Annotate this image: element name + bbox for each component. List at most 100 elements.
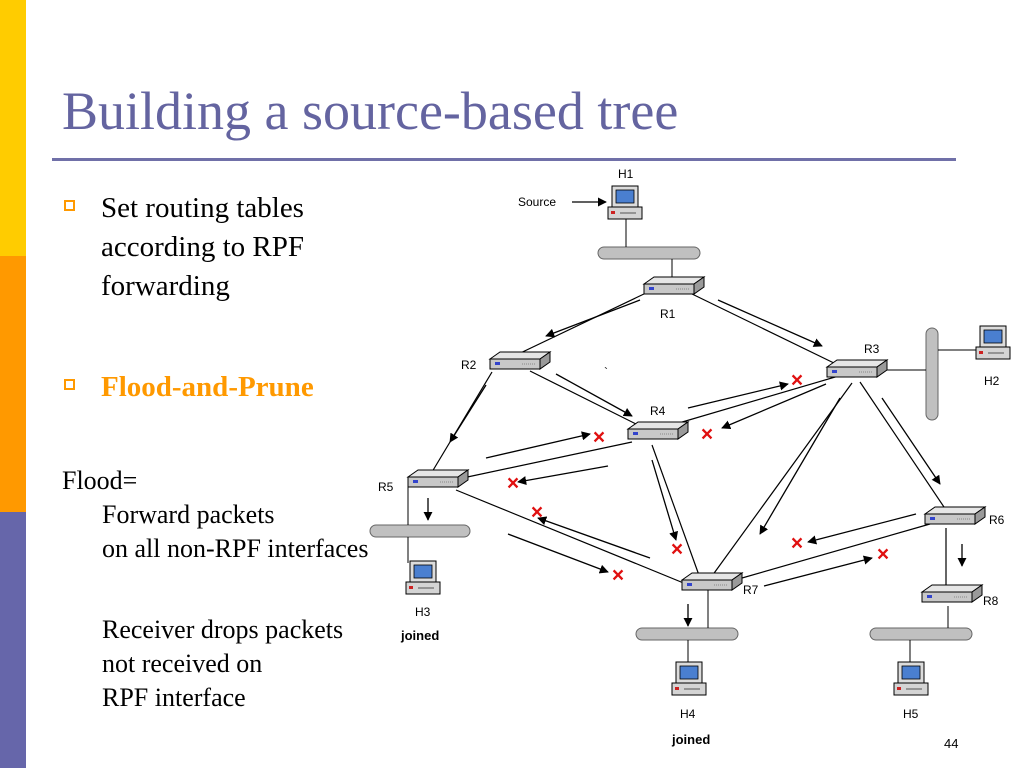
arrow-r1-r2 xyxy=(545,299,641,338)
router-label: R7 xyxy=(743,583,759,597)
computer-icon xyxy=(893,661,929,696)
arrow-r4-r5 xyxy=(517,465,609,486)
flood-arrows xyxy=(423,197,967,627)
prune-marks: × × × × × × × × × xyxy=(507,369,889,587)
link-r4-r7 xyxy=(651,444,701,579)
computer-icon xyxy=(975,325,1011,360)
arrow-r5-r4 xyxy=(485,431,591,459)
router-r7: R7 xyxy=(681,572,759,597)
router-r3: R3 xyxy=(826,342,888,378)
host-h2: H2 xyxy=(975,325,1011,388)
link-r7-r6 xyxy=(727,523,931,583)
bullet-rpf-text: Set routing tables according to RPF forw… xyxy=(101,192,304,302)
arrow-r3-r6 xyxy=(881,397,941,485)
lan-segment-h5 xyxy=(869,606,973,666)
arrow-r3-r4 xyxy=(721,383,827,429)
router-r4: R4 xyxy=(627,404,689,440)
router-r5: R5 xyxy=(378,469,469,494)
router-icon xyxy=(489,351,551,370)
title-divider xyxy=(52,158,956,161)
arrow-r5-r7 xyxy=(507,533,609,574)
router-icon xyxy=(924,506,986,525)
lan-segment-h1 xyxy=(597,218,701,280)
receiver-line-3: RPF interface xyxy=(102,683,246,712)
router-r2: R2 xyxy=(461,351,551,372)
source-label: Source xyxy=(518,195,556,209)
link-r5-r7 xyxy=(455,489,687,585)
link-r4-r5 xyxy=(457,441,633,480)
flood-line-2: on all non-RPF interfaces xyxy=(102,534,369,563)
slide-title: Building a source-based tree xyxy=(62,81,679,141)
host-label: H2 xyxy=(984,374,1000,388)
bullet-rpf: Set routing tables according to RPF forw… xyxy=(64,189,404,306)
router-label: R6 xyxy=(989,513,1005,527)
router-label: R4 xyxy=(650,404,666,418)
bullet-square-icon xyxy=(64,200,75,211)
host-label: H1 xyxy=(618,167,634,181)
link-r3-r6 xyxy=(859,381,947,511)
slide-number: 44 xyxy=(944,736,959,751)
host-h1: H1 Source xyxy=(518,167,643,220)
arrow-r2-r4 xyxy=(555,373,633,417)
computer-icon xyxy=(607,185,643,220)
arrow-r7-r5 xyxy=(537,516,651,559)
receiver-line-1: Receiver drops packets xyxy=(102,615,344,644)
router-icon xyxy=(627,421,689,440)
receiver-line-2: not received on xyxy=(102,649,263,678)
arrow-r4-r3 xyxy=(687,381,789,409)
link-r4-r3 xyxy=(671,374,843,426)
host-label: H3 xyxy=(415,605,431,619)
links xyxy=(431,292,947,588)
router-icon xyxy=(826,359,888,378)
prune-mark: × xyxy=(507,472,519,495)
computer-icon xyxy=(671,661,707,696)
arrow-r1-r3 xyxy=(717,299,823,347)
accent-bar-yellow xyxy=(0,0,26,256)
router-icon xyxy=(643,276,705,295)
accent-bar-purple xyxy=(0,512,26,768)
arrow-r4-r7 xyxy=(651,459,679,541)
bullet-flood-and-prune-text: Flood-and-Prune xyxy=(101,371,314,403)
router-r6: R6 xyxy=(924,506,1005,527)
host-h5: H5 xyxy=(893,661,929,721)
accent-bar-orange xyxy=(0,256,26,512)
link-r1-r2 xyxy=(511,292,647,358)
router-label: R1 xyxy=(660,307,676,321)
lan-segment-h2 xyxy=(880,327,980,421)
lan-segment-h3 xyxy=(369,486,471,563)
host-h3: H3 joined xyxy=(400,560,441,643)
router-label: R2 xyxy=(461,358,477,372)
router-icon xyxy=(921,584,983,603)
arrow-r3-r7 xyxy=(759,397,841,535)
link-r3-r7 xyxy=(711,382,853,577)
flood-label: Flood= xyxy=(62,466,138,495)
router-icon xyxy=(407,469,469,488)
prune-mark: × xyxy=(531,501,543,524)
router-icon xyxy=(681,572,743,591)
arrow-r7-r6 xyxy=(763,555,873,587)
link-r1-r3 xyxy=(689,292,839,366)
link-r2-r4 xyxy=(529,370,643,428)
host-label: H4 xyxy=(680,707,696,721)
prune-mark: × xyxy=(791,369,803,392)
arrow-r6-r7 xyxy=(807,513,917,545)
prune-mark: × xyxy=(593,426,605,449)
host-label: H5 xyxy=(903,707,919,721)
router-label: R5 xyxy=(378,480,394,494)
router-r1: R1 xyxy=(643,276,705,321)
prune-mark: × xyxy=(612,564,624,587)
bullet-flood-and-prune: Flood-and-Prune xyxy=(64,368,404,407)
joined-label: joined xyxy=(400,628,439,643)
bullet-square-icon xyxy=(64,379,75,390)
arrow-r2-r5 xyxy=(449,384,487,443)
lan-segment-h4 xyxy=(635,590,739,666)
prune-mark: × xyxy=(877,543,889,566)
flood-line-1: Forward packets xyxy=(102,500,275,529)
host-h4: H4 joined xyxy=(671,661,710,747)
prune-mark: × xyxy=(791,532,803,555)
router-label: R3 xyxy=(864,342,880,356)
router-label: R8 xyxy=(983,594,999,608)
router-r8: R8 xyxy=(921,584,999,608)
prune-mark: × xyxy=(671,538,683,561)
